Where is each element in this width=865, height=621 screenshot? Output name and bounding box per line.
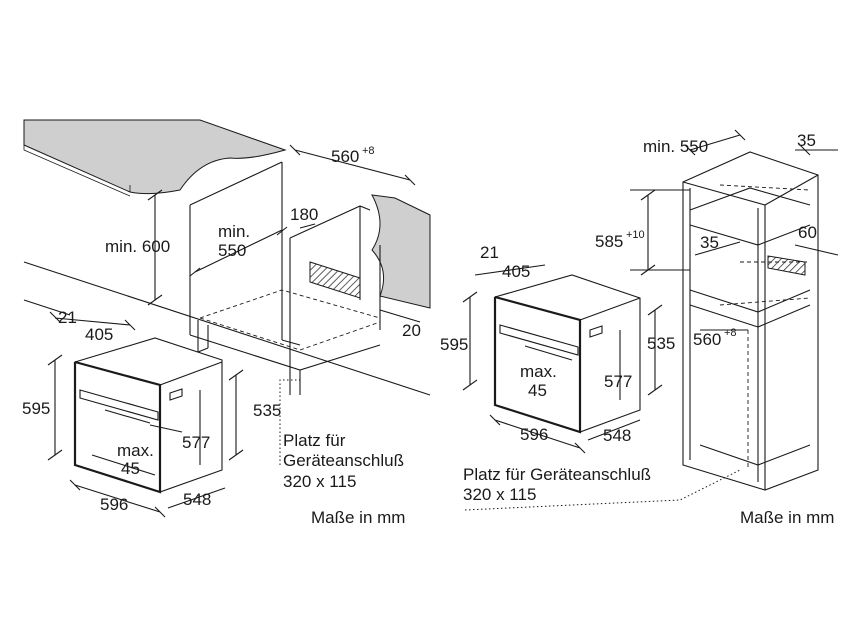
right-note-line2: 320 x 115: [463, 485, 536, 504]
left-note-line2: Geräteanschluß: [283, 451, 404, 470]
left-dim-560: 560: [331, 147, 359, 166]
left-dim-max-value: 45: [121, 459, 140, 478]
left-note-line1: Platz für: [283, 431, 346, 450]
right-dim-max-value: 45: [528, 381, 547, 400]
left-installation-diagram: [23, 119, 431, 518]
right-dim-max-label: max.: [520, 362, 557, 381]
right-dim-577: 577: [604, 372, 632, 391]
left-dim-577: 577: [182, 433, 210, 452]
left-dim-535: 535: [253, 401, 281, 420]
right-dim-min-550: min. 550: [643, 137, 708, 156]
left-dim-min-600: min. 600: [105, 237, 170, 256]
left-dim-548: 548: [183, 490, 211, 509]
right-note-line1: Platz für Geräteanschluß: [463, 465, 651, 484]
right-dim-560-tolerance: +8: [724, 327, 737, 339]
tall-cabinet: [682, 151, 819, 491]
right-dim-35-top: 35: [797, 131, 816, 150]
left-dim-180: 180: [290, 205, 318, 224]
right-dim-548: 548: [603, 426, 631, 445]
connection-area-hatch-left: [309, 261, 361, 299]
right-dim-60: 60: [798, 223, 817, 242]
connection-area-hatch-right: [767, 255, 806, 276]
oven-right: [493, 274, 641, 434]
right-dim-596: 596: [520, 425, 548, 444]
right-dim-535: 535: [647, 334, 675, 353]
left-dim-21: 21: [58, 308, 77, 327]
right-dim-35-mid: 35: [700, 233, 719, 252]
oven-left: [73, 337, 223, 494]
right-dim-405: 405: [502, 262, 530, 281]
right-dim-595: 595: [440, 335, 468, 354]
left-dim-560-tolerance: +8: [362, 145, 375, 157]
countertop-left: [23, 119, 287, 195]
right-dim-585-tolerance: +10: [626, 229, 645, 241]
left-units-note: Maße in mm: [311, 508, 405, 527]
left-dim-20: 20: [402, 321, 421, 340]
right-dim-585: 585: [595, 232, 623, 251]
left-note-line3: 320 x 115: [283, 472, 356, 491]
countertop-right: [371, 194, 431, 309]
right-dim-21: 21: [480, 243, 499, 262]
right-installation-diagram: [462, 129, 839, 511]
left-dim-min-550-label: min.: [218, 222, 250, 241]
left-dim-max-label: max.: [117, 441, 154, 460]
left-dim-min-550-value: 550: [218, 241, 246, 260]
left-dim-596: 596: [100, 495, 128, 514]
right-dim-560: 560: [693, 330, 721, 349]
left-dim-405: 405: [85, 325, 113, 344]
left-dim-595: 595: [22, 399, 50, 418]
right-units-note: Maße in mm: [740, 508, 834, 527]
